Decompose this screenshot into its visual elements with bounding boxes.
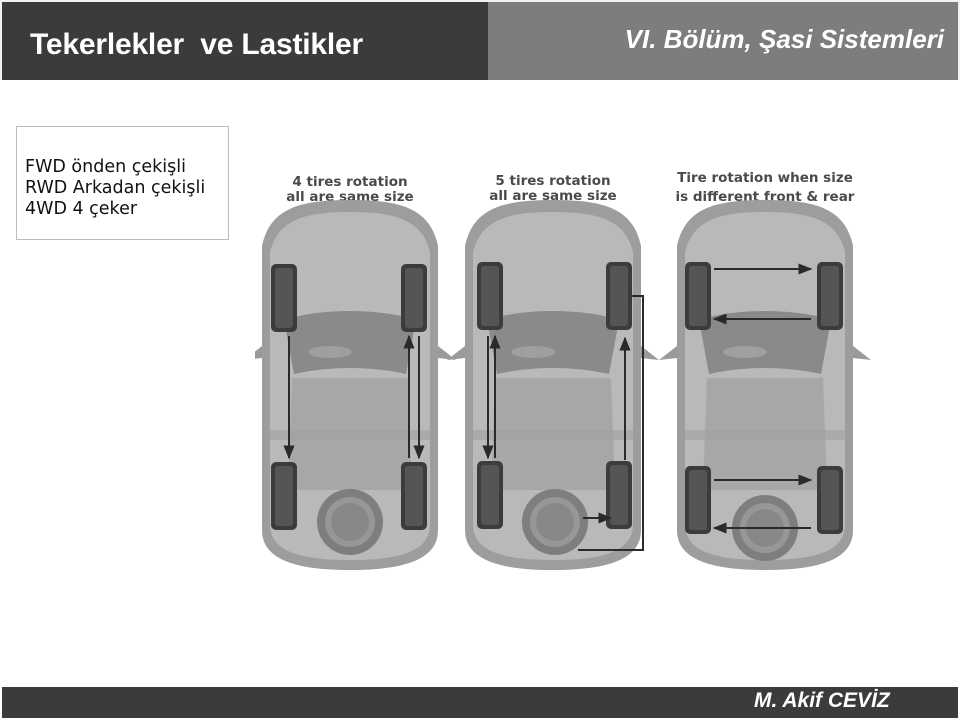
author-name: M. Akif CEVİZ — [754, 689, 890, 712]
panel3-caption-line2: is different front & rear — [676, 189, 855, 205]
header-title-panel: Tekerlekler ve Lastikler — [2, 2, 488, 80]
section-title: VI. Bölüm, Şasi Sistemleri — [624, 24, 944, 54]
panel2-caption-line1: 5 tires rotation — [495, 173, 610, 189]
textbox-line-fwd: FWD önden çekişli — [25, 157, 186, 177]
slide-footer: M. Akif CEVİZ — [2, 687, 958, 718]
textbox-line-rwd: RWD Arkadan çekişli — [25, 178, 206, 198]
panel1-caption-line2: all are same size — [286, 189, 413, 205]
panel2-car — [447, 200, 659, 570]
tire-rotation-diagram: 4 tires rotation all are same size 5 tir… — [255, 170, 871, 570]
slide-header: Tekerlekler ve Lastikler VI. Bölüm, Şasi… — [0, 0, 960, 80]
panel1-caption-line1: 4 tires rotation — [292, 174, 407, 190]
slide-title: Tekerlekler ve Lastikler — [30, 28, 363, 61]
panel3-rotation-arrows — [712, 263, 813, 534]
panel2-caption-line2: all are same size — [489, 188, 616, 204]
panel3-car — [659, 200, 871, 570]
header-section-panel: VI. Bölüm, Şasi Sistemleri — [488, 2, 958, 80]
textbox-line-4wd: 4WD 4 çeker — [25, 199, 138, 219]
panel1-car — [255, 200, 456, 570]
drive-types-textbox: FWD önden çekişli RWD Arkadan çekişli 4W… — [16, 126, 229, 240]
panel1-rotation-arrows — [283, 334, 425, 460]
panel2-rotation-arrows — [482, 295, 644, 551]
tire-rotation-figure: 4 tires rotation all are same size 5 tir… — [255, 160, 875, 590]
panel3-caption-line1: Tire rotation when size — [677, 170, 853, 186]
